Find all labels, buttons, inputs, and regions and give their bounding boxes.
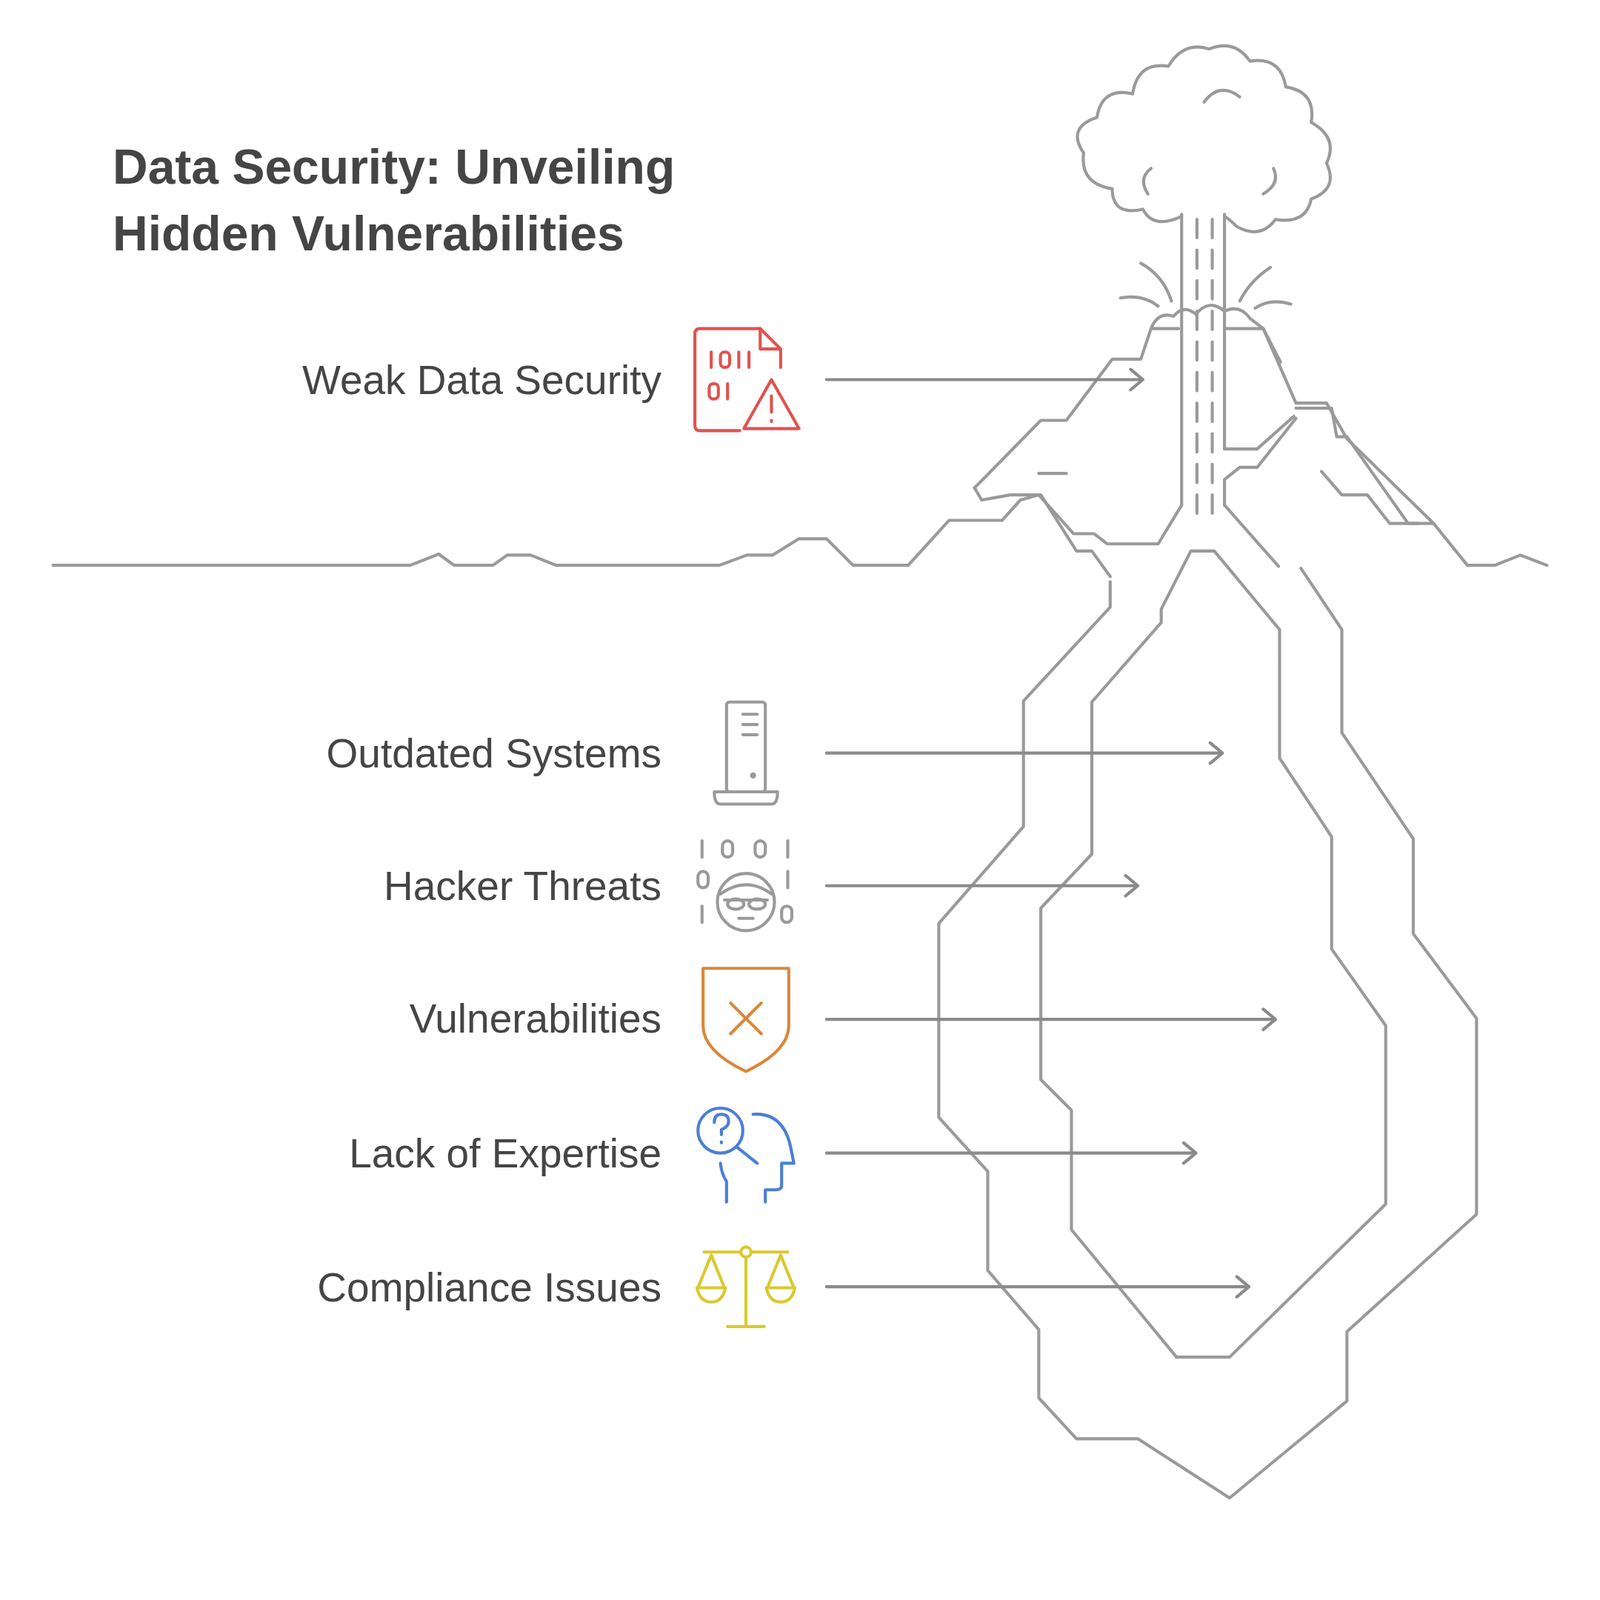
layer-label: Lack of Expertise [348,1127,662,1180]
scales-icon [697,1246,795,1326]
data-warning-icon [694,328,800,432]
diagram-title: Data Security: Unveiling Hidden Vulnerab… [112,133,854,267]
layer-label: Outdated Systems [326,727,662,780]
shield-icon [702,968,789,1072]
layer-label: Vulnerabilities [409,992,662,1045]
layer-label: Compliance Issues [317,1261,662,1314]
server-icon [714,702,778,805]
expertise-icon [697,1108,794,1203]
hacker-icon [697,840,792,931]
layer-label: Weak Data Security [302,354,662,406]
layer-label: Hacker Threats [383,860,662,912]
